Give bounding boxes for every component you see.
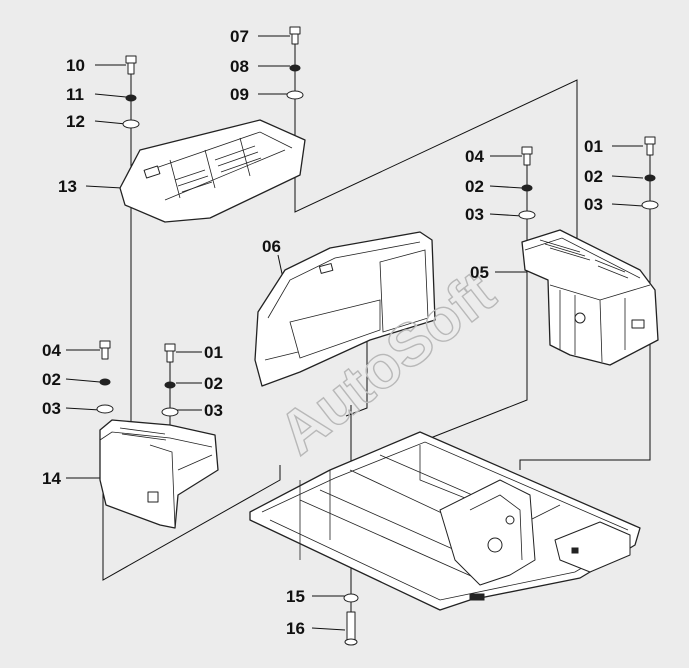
bolt-04-left-icon bbox=[99, 340, 111, 360]
callout-02-mid: 02 bbox=[204, 374, 223, 393]
callout-10: 10 bbox=[66, 56, 85, 75]
base-frame bbox=[249, 431, 641, 611]
washer-15-icon bbox=[343, 593, 359, 603]
callout-01-mid: 01 bbox=[204, 343, 223, 362]
nut-11-icon bbox=[125, 94, 137, 102]
callout-16: 16 bbox=[286, 619, 305, 638]
hardware-10-12 bbox=[122, 55, 140, 129]
housing-14 bbox=[99, 419, 219, 529]
callout-03-left: 03 bbox=[42, 399, 61, 418]
hardware-mid-01-03 bbox=[161, 343, 179, 417]
bolt-07-icon bbox=[289, 26, 301, 45]
hardware-07-09 bbox=[286, 26, 304, 100]
washer-09-icon bbox=[286, 90, 304, 100]
hardware-right-04-03 bbox=[518, 146, 536, 220]
callout-14: 14 bbox=[42, 469, 61, 488]
leader-lines bbox=[65, 35, 644, 631]
callout-08: 08 bbox=[230, 57, 249, 76]
callout-12: 12 bbox=[66, 112, 85, 131]
hardware-left-04-03 bbox=[96, 340, 114, 414]
callout-13: 13 bbox=[58, 177, 77, 196]
bolt-01-mid-icon bbox=[164, 343, 176, 363]
callout-09: 09 bbox=[230, 85, 249, 104]
callout-02-left: 02 bbox=[42, 370, 61, 389]
bolt-10-icon bbox=[125, 55, 137, 75]
callout-11: 11 bbox=[66, 85, 84, 104]
callout-02-far-right: 02 bbox=[584, 167, 603, 186]
bolt-04-icon bbox=[521, 146, 533, 166]
hardware-15-16 bbox=[343, 593, 359, 646]
pin-16-icon bbox=[344, 611, 358, 646]
callout-05: 05 bbox=[470, 263, 489, 282]
panel-06 bbox=[254, 231, 436, 387]
callout-04-right-label: 04 bbox=[465, 147, 484, 166]
callout-07: 07 bbox=[230, 27, 249, 46]
top-cover-13 bbox=[119, 119, 306, 223]
bolt-01-icon bbox=[644, 136, 656, 156]
hardware-right-01-03 bbox=[641, 136, 659, 210]
callout-15: 15 bbox=[286, 587, 305, 606]
callout-02-right-label: 02 bbox=[465, 177, 484, 196]
washer-12-icon bbox=[122, 119, 140, 129]
callout-03-far-right: 03 bbox=[584, 195, 603, 214]
callout-01-far-right: 01 bbox=[584, 137, 603, 156]
cabinet-05 bbox=[521, 229, 659, 366]
callout-03-mid: 03 bbox=[204, 401, 223, 420]
callout-03-right-label: 03 bbox=[465, 205, 484, 224]
callout-labels: 07 08 09 10 11 12 13 04 02 03 01 02 03 0… bbox=[42, 27, 603, 638]
nut-08-icon bbox=[289, 64, 301, 72]
callout-04-left: 04 bbox=[42, 341, 61, 360]
callout-06: 06 bbox=[262, 237, 281, 256]
